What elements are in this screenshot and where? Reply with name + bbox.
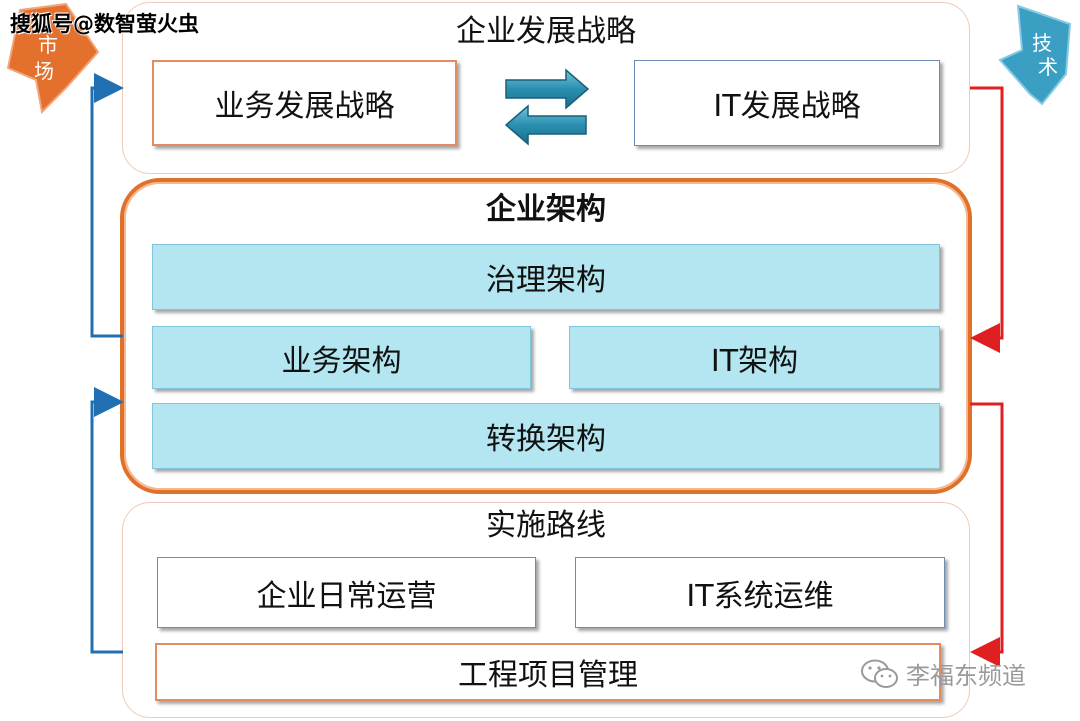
it-architecture-box: IT架构 — [569, 326, 940, 389]
wechat-icon — [861, 659, 898, 688]
tech-sign-char-2: 术 — [1038, 55, 1058, 79]
roadmap-driver-arrow — [970, 402, 1004, 667]
market-sign-char-2: 场 — [34, 59, 54, 83]
roadmap-title: 实施路线 — [486, 508, 606, 543]
tech-sign-char-1: 技 — [1032, 31, 1052, 55]
roadmap-feedback-arrow — [90, 387, 124, 654]
transformation-architecture-box: 转换架构 — [152, 403, 940, 469]
enterprise-operations-box: 企业日常运营 — [157, 557, 536, 628]
market-arrow-icon: 市 场 — [6, 2, 100, 115]
exchange-arrows-icon — [504, 68, 590, 146]
governance-architecture-box: 治理架构 — [152, 244, 940, 310]
architecture-title: 企业架构 — [486, 192, 606, 227]
strategy-title: 企业发展战略 — [456, 14, 636, 49]
tech-driver-arrow — [970, 86, 1004, 353]
market-feedback-arrow — [90, 73, 124, 338]
market-sign-char-1: 市 — [38, 33, 58, 57]
tech-arrow-icon: 技 术 — [998, 4, 1072, 106]
engineering-management-box: 工程项目管理 — [155, 643, 941, 701]
business-strategy-box: 业务发展战略 — [152, 60, 457, 146]
wechat-channel: 李福东频道 — [860, 656, 1026, 691]
it-operations-box: IT系统运维 — [575, 557, 945, 628]
wechat-channel-name: 李福东频道 — [906, 662, 1026, 690]
sohu-watermark: 搜狐号@数智萤火虫 — [10, 12, 199, 36]
it-strategy-box: IT发展战略 — [634, 60, 940, 146]
business-architecture-box: 业务架构 — [152, 326, 531, 389]
